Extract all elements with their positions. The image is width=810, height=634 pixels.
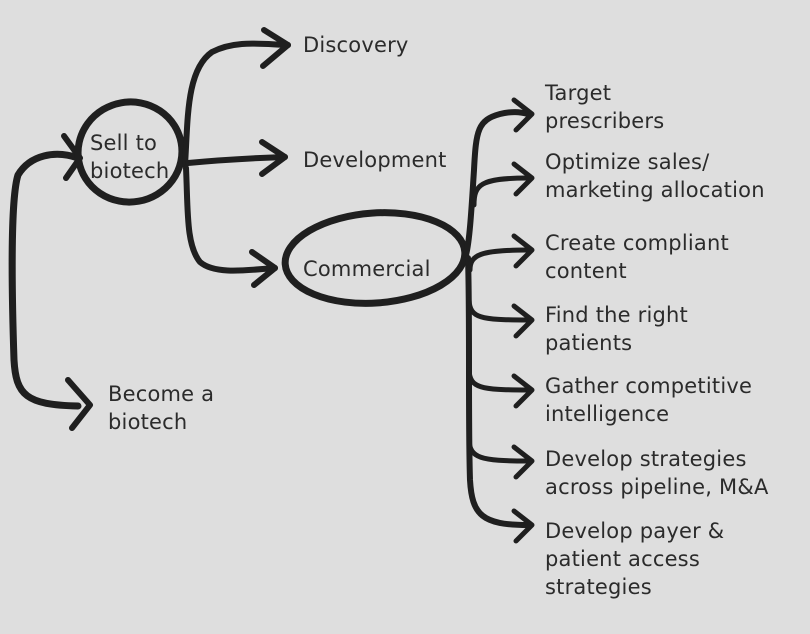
commercial-item-competitive-intelligence: Gather competitive intelligence [545,372,752,428]
commercial-item-payer-access: Develop payer & patient access strategie… [545,517,724,601]
sell-to-biotech-label: Sell to biotech [90,129,169,185]
commercial-item-develop-strategies: Develop strategies across pipeline, M&A [545,445,769,501]
become-a-biotech-line-2: biotech [108,410,188,434]
commercial-item-7-line-1: Develop payer & [545,519,725,543]
commercial-item-6-line-2: across pipeline, M&A [545,475,769,499]
commercial-item-3-line-1: Create compliant [545,231,729,255]
arrow-sub-4 [511,303,535,339]
commercial-item-7-line-2: patient access [545,547,700,571]
branch-line-2 [467,247,531,273]
commercial-item-target-prescribers: Target prescribers [545,79,664,135]
branch-to-commercial [183,165,278,274]
arrow-to-commercial [249,249,278,288]
arrow-sub-7 [511,508,535,544]
arrow-sub-5 [511,373,535,409]
sell-to-biotech-circle [74,98,186,206]
sell-to-biotech-line-2: biotech [90,159,170,183]
commercial-item-1-line-2: prescribers [545,109,665,133]
arrow-to-development [259,139,288,177]
commercial-item-5-line-1: Gather competitive [545,374,753,398]
arrow-to-discovery [260,27,291,69]
arrow-to-become-a-biotech [65,377,93,431]
commercial-item-2-line-1: Optimize sales/ [545,150,710,174]
commercial-item-find-patients: Find the right patients [545,301,688,357]
branch-line-1 [471,175,531,208]
branch-line-3 [466,297,531,323]
commercial-trunk-line [463,109,531,258]
branch-line-5 [466,437,531,464]
discovery-label: Discovery [303,33,409,57]
development-label: Development [303,148,447,172]
commercial-trunk-down [465,255,531,528]
arrow-sub-2 [511,161,535,197]
sell-to-biotech-line-1: Sell to [90,131,158,155]
root-trunk-line [8,150,82,410]
branch-to-development [185,154,288,166]
commercial-item-6-line-1: Develop strategies [545,447,747,471]
branch-to-discovery [182,40,291,168]
commercial-item-7-line-3: strategies [545,575,652,599]
commercial-item-4-line-2: patients [545,331,633,355]
commercial-item-3-line-2: content [545,259,627,283]
become-a-biotech-label: Become a biotech [108,380,214,436]
commercial-label: Commercial [303,257,431,281]
commercial-item-4-line-1: Find the right [545,303,688,327]
commercial-item-2-line-2: marketing allocation [545,178,765,202]
commercial-item-1-line-1: Target [545,81,612,105]
arrow-sub-6 [511,444,535,480]
commercial-item-optimize-sales: Optimize sales/ marketing allocation [545,148,765,204]
become-a-biotech-line-1: Become a [108,382,215,406]
commercial-item-5-line-2: intelligence [545,402,670,426]
arrow-sub-1 [511,97,535,133]
commercial-item-compliant-content: Create compliant content [545,229,729,285]
arrow-sub-3 [511,233,535,269]
branch-line-4 [466,367,531,393]
